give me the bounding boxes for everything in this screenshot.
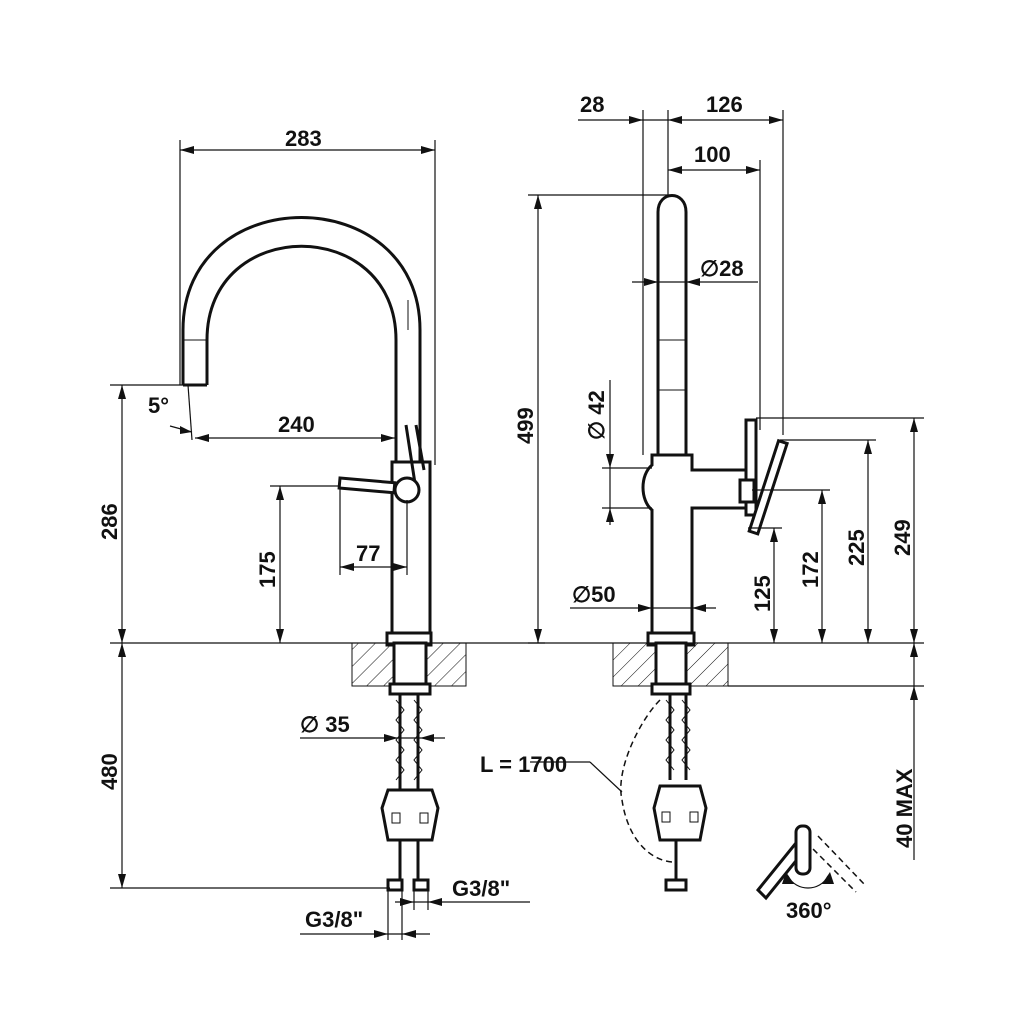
dim-499: 499 bbox=[513, 407, 538, 444]
dim-g38-right: G3/8" bbox=[452, 876, 510, 901]
dim-126: 126 bbox=[706, 92, 743, 117]
dim-77: 77 bbox=[356, 541, 380, 566]
dim-5deg: 5° bbox=[148, 393, 169, 418]
dim-286: 286 bbox=[97, 503, 122, 540]
pullout-hose bbox=[620, 699, 673, 863]
dim-dia35: ∅ 35 bbox=[300, 712, 350, 737]
front-spout bbox=[181, 216, 422, 465]
rotation-label: 360° bbox=[786, 898, 832, 923]
dim-283: 283 bbox=[285, 126, 322, 151]
dim-l1700: L = 1700 bbox=[480, 752, 567, 777]
dim-dia42: ∅ 42 bbox=[584, 390, 609, 440]
dim-dia28: ∅28 bbox=[700, 256, 744, 281]
dim-100: 100 bbox=[694, 142, 731, 167]
dim-28-offset: 28 bbox=[580, 92, 604, 117]
dim-240: 240 bbox=[278, 412, 315, 437]
side-view: L = 1700 28 126 100 ∅28 499 ∅ 4 bbox=[480, 92, 924, 923]
dim-175: 175 bbox=[255, 551, 280, 588]
front-view: 283 5° 240 286 175 77 bbox=[97, 126, 545, 940]
side-spout bbox=[656, 194, 688, 455]
side-body bbox=[641, 453, 750, 639]
dim-125: 125 bbox=[750, 575, 775, 612]
dim-172: 172 bbox=[798, 551, 823, 588]
rotation-icon bbox=[755, 824, 865, 901]
front-hoses bbox=[398, 694, 420, 885]
dim-225: 225 bbox=[844, 529, 869, 566]
dim-dia50: ∅50 bbox=[572, 582, 616, 607]
front-lever-hub bbox=[393, 476, 421, 504]
dim-249: 249 bbox=[890, 519, 915, 556]
dim-g38-left: G3/8" bbox=[305, 907, 363, 932]
dim-40max: 40 MAX bbox=[892, 768, 917, 848]
dim-480: 480 bbox=[97, 753, 122, 790]
